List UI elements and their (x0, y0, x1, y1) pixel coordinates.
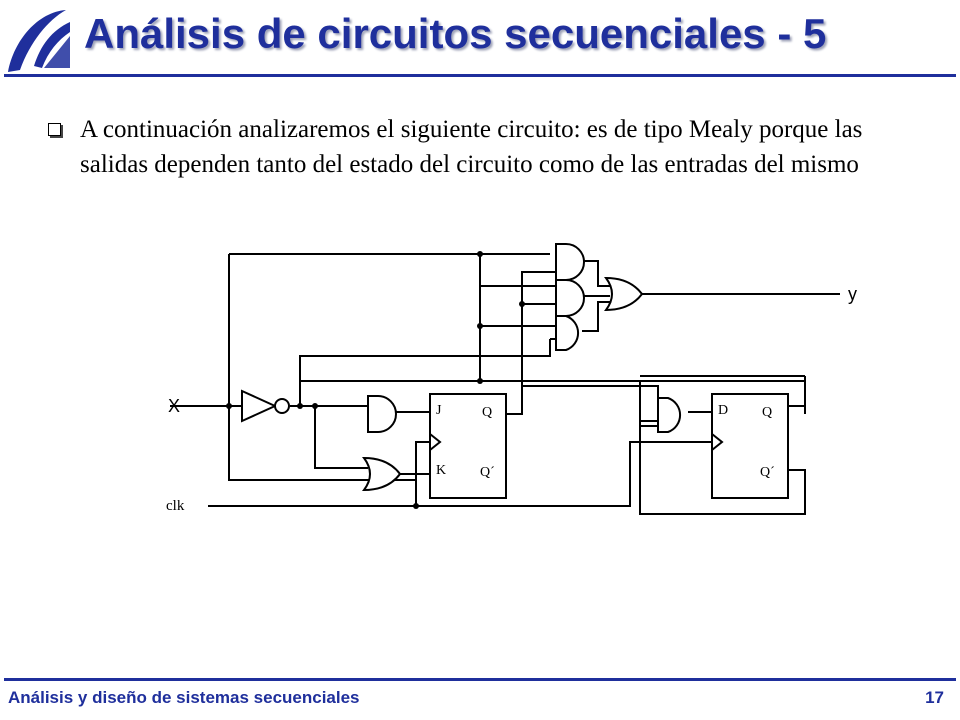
wire-junctions (226, 251, 525, 509)
slide-title: Análisis de circuitos secuenciales - 5 (84, 10, 827, 57)
and-gate-j (367, 395, 397, 433)
or-gate-output (604, 276, 644, 312)
page-number: 17 (925, 688, 944, 707)
clock-label: clk (166, 498, 185, 514)
jk-flip-flop: J K Q Q´ (429, 393, 507, 499)
d-q-label: Q (762, 405, 772, 420)
jk-q-label: Q (482, 405, 492, 420)
d-qn-label: Q´ (760, 465, 775, 480)
input-x-label: X (168, 396, 180, 416)
bullet-text: A continuación analizaremos el siguiente… (80, 116, 863, 178)
or-gate-k (362, 456, 402, 492)
and-gate-d (657, 397, 682, 433)
output-y-label: y (848, 284, 857, 304)
circuit-diagram: J K Q Q´ D Q Q´ X clk y (166, 243, 857, 515)
bullet-icon (48, 123, 61, 136)
course-name: Análisis y diseño de sistemas secuencial… (8, 688, 360, 707)
circuit-wires (170, 253, 840, 515)
jk-j-label: J (436, 403, 442, 418)
and-gate-bottom (555, 315, 580, 351)
and-gate-middle (555, 279, 585, 317)
footer-divider (4, 678, 956, 681)
jk-qn-label: Q´ (480, 465, 495, 480)
and-gate-top (555, 243, 585, 281)
not-gate (241, 389, 290, 423)
d-flip-flop: D Q Q´ (711, 393, 789, 499)
university-logo (8, 10, 70, 72)
jk-k-label: K (436, 463, 446, 478)
d-input-label: D (718, 403, 728, 418)
title-divider (4, 74, 956, 77)
